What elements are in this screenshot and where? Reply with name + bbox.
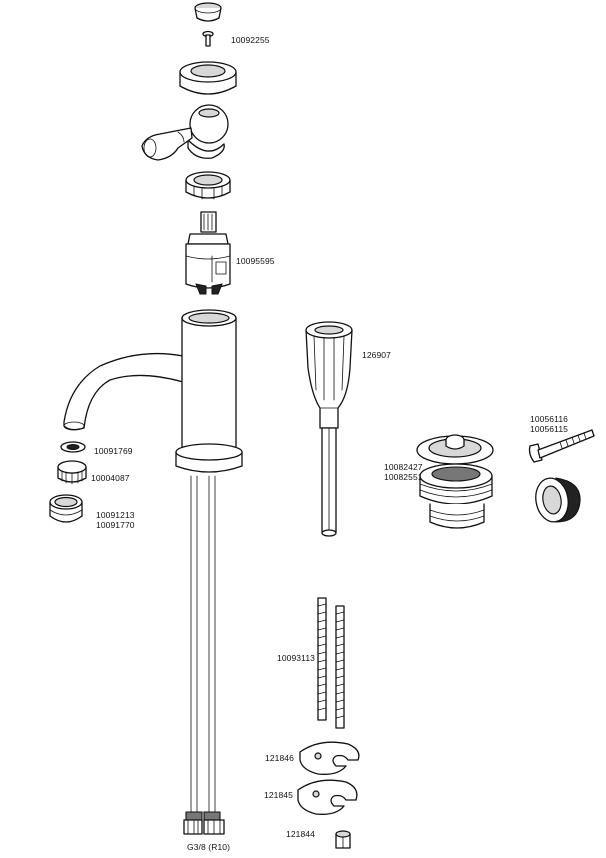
part-label-10092255: 10092255 [231, 35, 270, 45]
part-label-10091770: 10091770 [96, 520, 135, 530]
wrench-tool [305, 321, 353, 537]
hose-connectors [183, 811, 225, 835]
ring-cover [179, 61, 237, 95]
part-label-121845: 121845 [264, 790, 293, 800]
part-label-10093113: 10093113 [277, 653, 315, 663]
aerator-washer [60, 441, 86, 453]
cap-button [194, 2, 222, 22]
horseshoe-washer-upper [299, 741, 360, 775]
long-bolt [528, 429, 595, 463]
part-label-121844: 121844 [286, 829, 315, 839]
faucet-body [63, 309, 243, 835]
part-label-10082427: 10082427 [384, 462, 423, 472]
part-label-10091769: 10091769 [94, 446, 133, 456]
aerator-insert [57, 460, 87, 485]
part-label-10095595: 10095595 [236, 256, 275, 266]
threaded-rods [317, 597, 345, 729]
thread-size-label: G3/8 (R10) [187, 842, 231, 852]
small-nut [335, 830, 351, 849]
cartridge [185, 211, 231, 295]
aerator-housing [49, 494, 83, 523]
horseshoe-washer-lower [297, 779, 358, 815]
lever-handle [141, 104, 229, 161]
waste-plug [416, 434, 494, 529]
part-label-121846: 121846 [265, 753, 294, 763]
bonnet-nut [185, 171, 231, 200]
overflow-ring [535, 477, 581, 523]
screw [202, 30, 214, 47]
part-label-10056115: 10056115 [530, 424, 568, 434]
part-label-126907: 126907 [362, 350, 391, 360]
part-label-10056116: 10056116 [530, 414, 568, 424]
part-label-10091213: 10091213 [96, 510, 135, 520]
part-label-10004087: 10004087 [91, 473, 130, 483]
part-label-10082551: 10082551 [384, 472, 423, 482]
